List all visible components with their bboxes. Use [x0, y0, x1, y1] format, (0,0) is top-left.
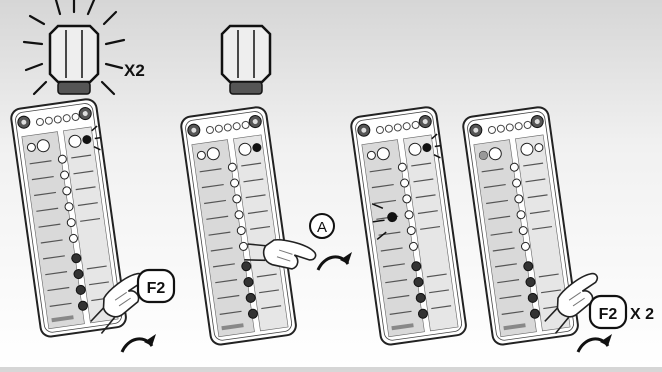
svg-text:F2: F2	[599, 306, 618, 323]
f2-repeat-count: X 2	[630, 306, 654, 323]
a-key-step-2: A	[310, 214, 334, 238]
lamp-flash-count: X2	[124, 61, 145, 80]
steady-lamp-icon	[222, 26, 270, 94]
svg-text:F2: F2	[147, 280, 166, 297]
f2-key-step-1: F2	[138, 270, 174, 302]
f2-key-step-4: F2	[590, 296, 626, 328]
flashing-lamp-icon	[24, 0, 124, 94]
control-panel-step-2	[180, 106, 297, 346]
control-panel-step-3	[350, 106, 467, 346]
svg-text:A: A	[317, 219, 327, 236]
